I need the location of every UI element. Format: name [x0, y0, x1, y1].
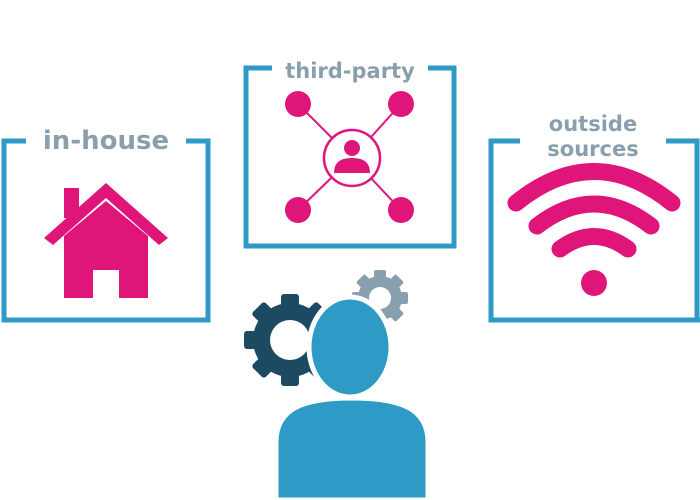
node-bottom-right	[388, 197, 414, 223]
person-head-icon	[344, 140, 360, 156]
outside-sources-frame	[488, 138, 700, 323]
in-house-frame	[1, 138, 211, 323]
node-top-left	[285, 91, 311, 117]
node-bottom-left	[285, 197, 311, 223]
wifi-dot-icon	[581, 270, 607, 296]
network-person-icon	[285, 91, 414, 223]
node-top-right	[388, 91, 414, 117]
outside-sources-label-line1: outside	[548, 112, 638, 136]
third-party-label: third-party	[276, 57, 424, 85]
house-icon	[44, 183, 168, 298]
person-icon	[273, 294, 431, 500]
outside-sources-label-line2: sources	[547, 137, 639, 161]
person-body-icon	[334, 158, 370, 173]
third-party-frame	[243, 65, 457, 249]
wifi-icon	[507, 163, 681, 258]
person-body	[273, 395, 431, 500]
person-head	[306, 294, 394, 400]
outside-sources-label: outside sources	[524, 112, 662, 162]
in-house-label: in-house	[28, 124, 184, 158]
